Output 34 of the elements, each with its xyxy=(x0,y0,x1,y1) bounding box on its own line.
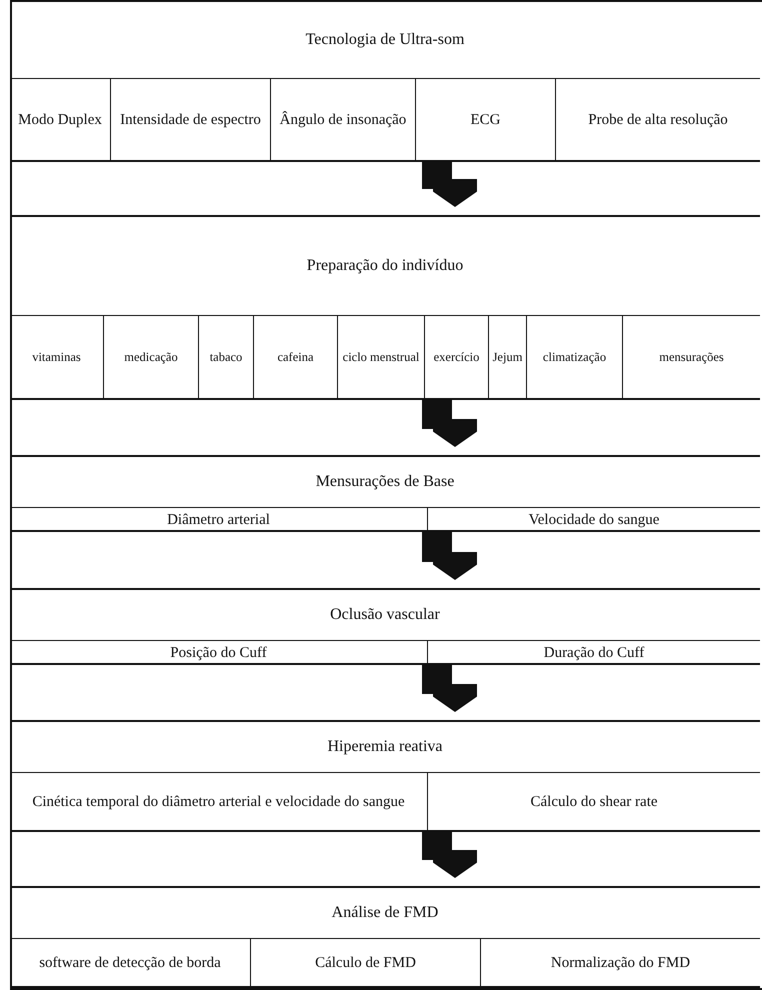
section-heading: Tecnologia de Ultra-som xyxy=(306,31,464,49)
category-cell: Cinética temporal do diâmetro arterial e velocidade do sangue xyxy=(10,772,427,832)
category-cell: Ângulo de insonação xyxy=(270,78,415,162)
section-heading: Preparação do indivíduo xyxy=(306,257,464,275)
category-cell: Cálculo de FMD xyxy=(250,938,480,988)
category-cell: Normalização do FMD xyxy=(480,938,760,988)
category-cell: Modo Duplex xyxy=(10,78,110,162)
category-cell: Probe de alta resolução xyxy=(555,78,760,162)
section-heading: Hiperemia reativa xyxy=(327,738,443,756)
category-cell: vitaminas xyxy=(10,315,103,400)
category-cell: Diâmetro arterial xyxy=(10,507,427,532)
category-cell: cafeina xyxy=(253,315,337,400)
category-cell: software de detecção de borda xyxy=(10,938,250,988)
category-cell: Velocidade do sangue xyxy=(427,507,760,532)
section-panel xyxy=(10,720,760,832)
category-cell: Cálculo do shear rate xyxy=(427,772,760,832)
category-cell: Jejum xyxy=(488,315,526,400)
category-cell: ciclo menstrual xyxy=(337,315,424,400)
category-cell: Intensidade de espectro xyxy=(110,78,270,162)
section-panel xyxy=(10,215,760,400)
category-cell: medicação xyxy=(103,315,198,400)
section-panel xyxy=(10,886,760,988)
category-cell: ECG xyxy=(415,78,555,162)
category-cell: tabaco xyxy=(198,315,253,400)
category-cell: exercício xyxy=(424,315,488,400)
category-cell: mensurações xyxy=(622,315,760,400)
category-cell: Posição do Cuff xyxy=(10,640,427,665)
category-cell: climatização xyxy=(526,315,622,400)
section-panel xyxy=(10,588,760,665)
section-panel xyxy=(10,455,760,532)
section-heading: Análise de FMD xyxy=(332,904,438,922)
category-cell: Duração do Cuff xyxy=(427,640,760,665)
section-heading: Mensurações de Base xyxy=(316,473,454,491)
section-heading: Oclusão vascular xyxy=(330,606,440,624)
